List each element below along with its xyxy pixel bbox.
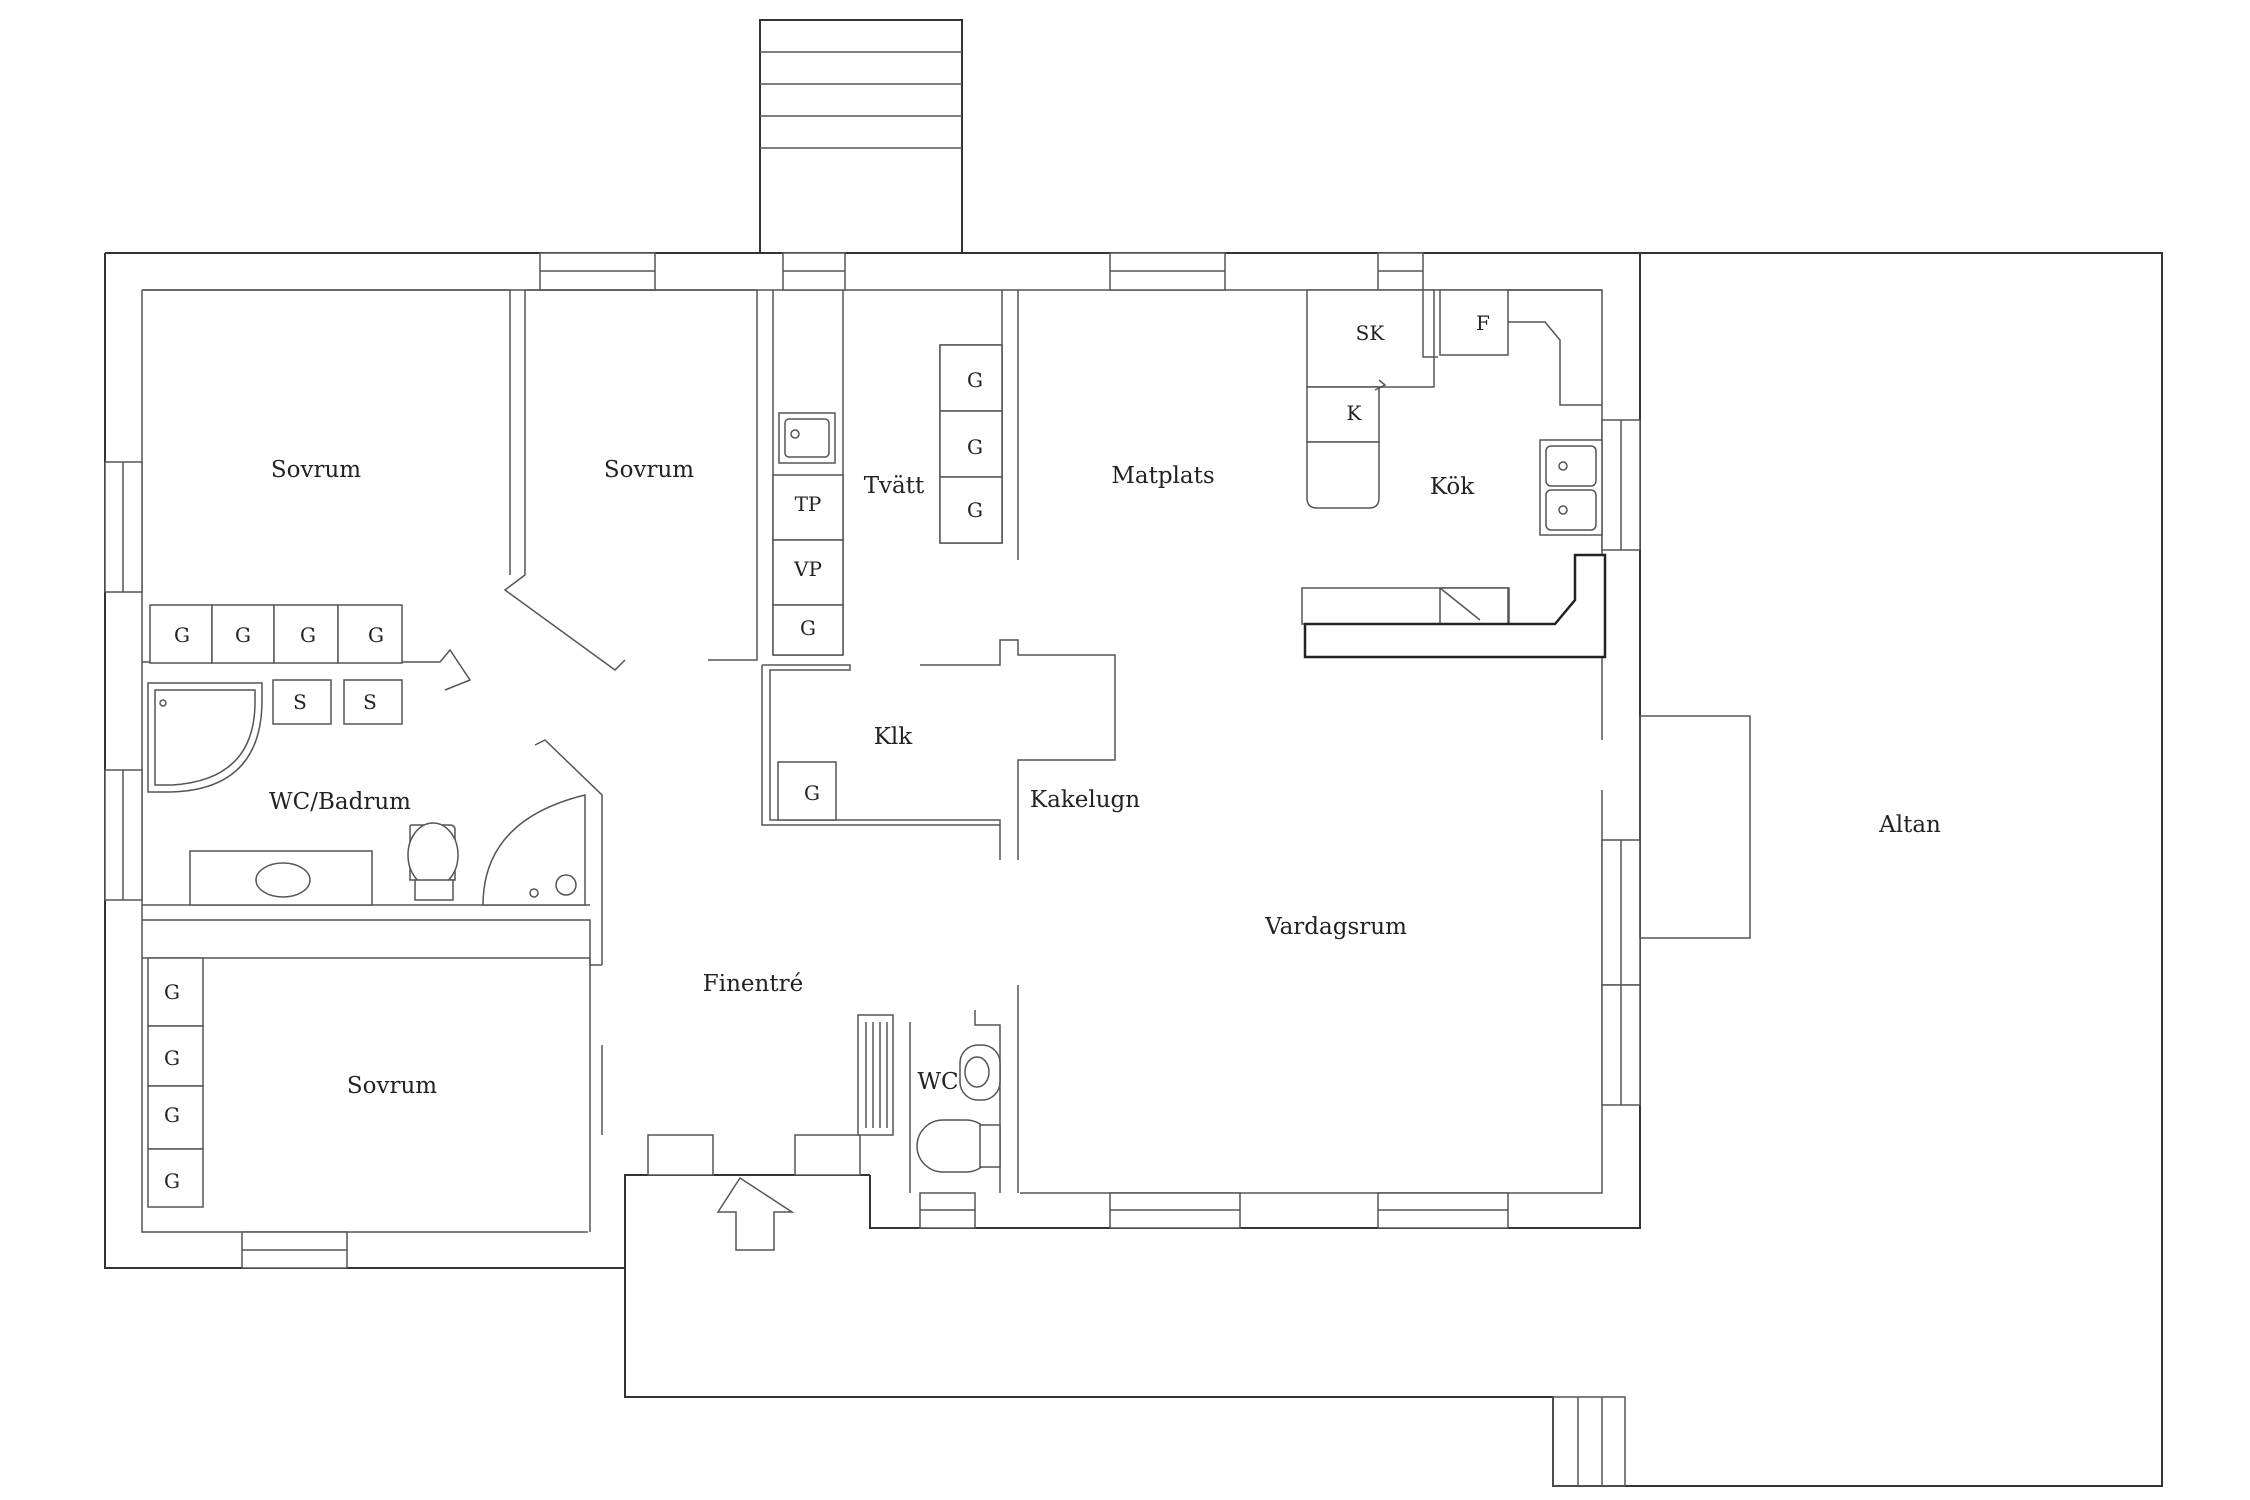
wardrobe-label: G <box>800 616 816 640</box>
wardrobe-label: G <box>804 781 820 805</box>
wardrobe-label: G <box>967 368 983 392</box>
wardrobe-label: G <box>164 980 180 1004</box>
fixtures <box>147 289 1607 1208</box>
linen-label: S <box>293 690 307 714</box>
north-stairs <box>759 19 963 254</box>
pantry-label: SK <box>1356 321 1386 345</box>
room-label-sovrum-nw: Sovrum <box>271 457 361 483</box>
wardrobe-label: G <box>174 623 190 647</box>
wardrobe-label: G <box>300 623 316 647</box>
room-label-sovrum-sw: Sovrum <box>347 1073 437 1099</box>
cooler-label: K <box>1347 401 1363 425</box>
room-label-tvatt: Tvätt <box>864 473 925 499</box>
room-labels: Sovrum Sovrum Tvätt Matplats Kök Klk Kak… <box>269 457 1941 1099</box>
wardrobe-label: G <box>164 1103 180 1127</box>
fixture-labels: G G G G S S TP VP G G G G G SK F K G G G… <box>164 311 1490 1193</box>
room-label-wc-badrum: WC/Badrum <box>269 789 411 815</box>
tumble-dryer-label: TP <box>795 492 822 516</box>
windows <box>104 252 1641 1269</box>
wardrobe-label: G <box>967 435 983 459</box>
water-heater-label: VP <box>793 557 822 581</box>
room-label-altan: Altan <box>1878 812 1941 838</box>
fridge-label: F <box>1476 311 1490 335</box>
room-label-klk: Klk <box>874 724 914 750</box>
wardrobe-label: G <box>235 623 251 647</box>
wardrobe-label: G <box>164 1169 180 1193</box>
room-label-kakelugn: Kakelugn <box>1030 787 1140 813</box>
room-label-vardagsrum: Vardagsrum <box>1264 914 1407 940</box>
room-label-kok: Kök <box>1430 474 1475 500</box>
wardrobe-label: G <box>368 623 384 647</box>
terrace <box>624 252 2163 1487</box>
room-label-sovrum-n: Sovrum <box>604 457 694 483</box>
room-label-wc: WC <box>917 1069 958 1095</box>
room-label-finentre: Finentré <box>703 971 803 997</box>
room-label-matplats: Matplats <box>1111 463 1214 489</box>
wardrobe-label: G <box>164 1046 180 1070</box>
wardrobe-label: G <box>967 498 983 522</box>
entrance-arrow <box>716 1176 795 1251</box>
linen-label: S <box>363 690 377 714</box>
